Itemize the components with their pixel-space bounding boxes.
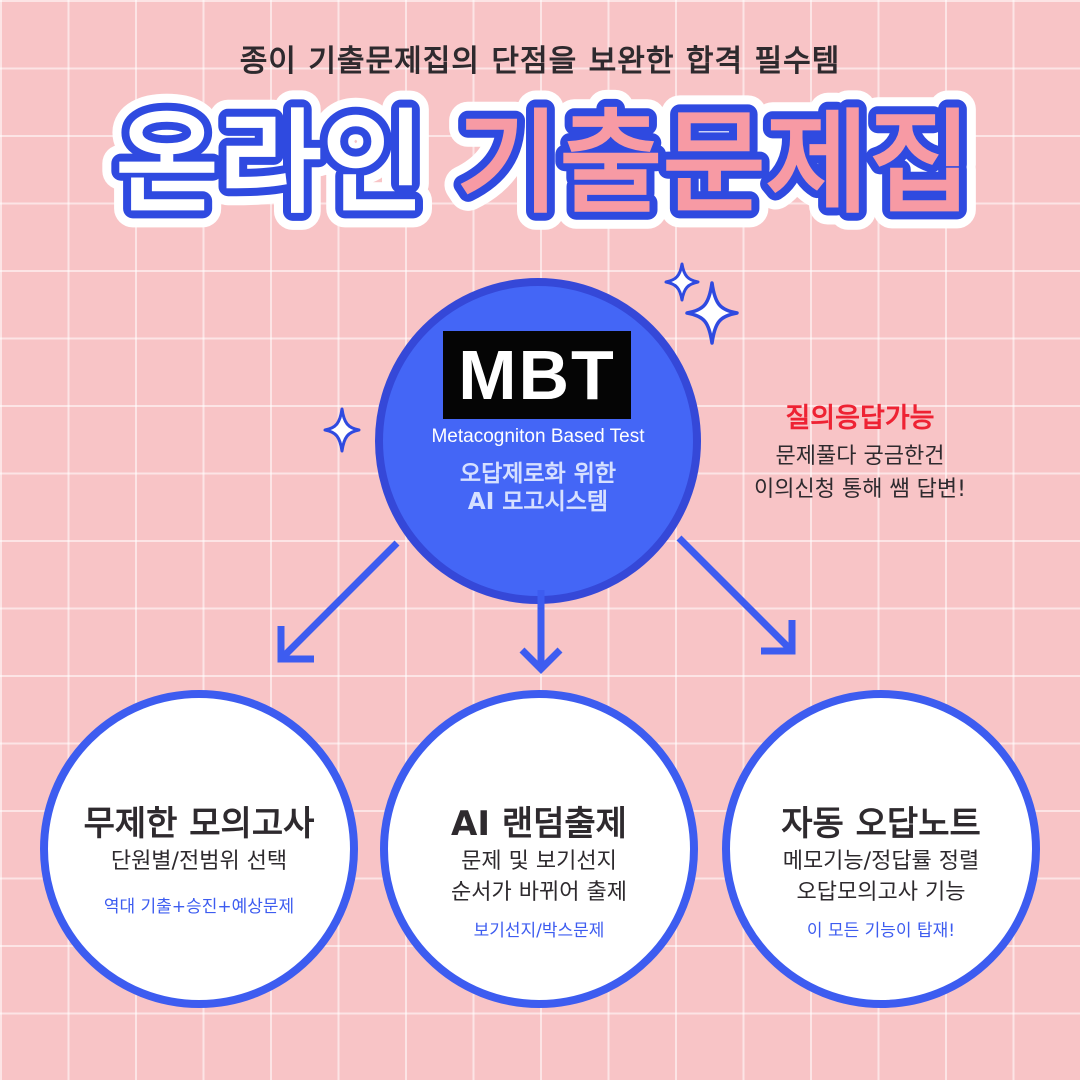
- feature-3-line1: 메모기능/정답률 정렬: [782, 849, 980, 874]
- mbt-desc-line1: 오답제로화 위한: [459, 461, 617, 487]
- mbt-full-name: Metacogniton Based Test: [431, 426, 645, 447]
- sparkle-icon: [685, 281, 739, 345]
- mbt-description: 오답제로화 위한 AI 모고시스템: [375, 460, 701, 516]
- title-part1-outer: 온라인: [115, 99, 424, 229]
- feature-1-line1: 단원별/전범위 선택: [110, 849, 288, 874]
- feature-2-desc: 문제 및 보기선지 순서가 바뀌어 출제: [380, 846, 698, 908]
- mbt-desc-line2: AI 모고시스템: [467, 489, 609, 515]
- sparkle-icon: [323, 407, 361, 453]
- qa-title: 질의응답가능: [785, 403, 935, 434]
- main-title: 온라인 온라인 온라인 기출문제집 기출문제집 기출문제집: [98, 82, 988, 240]
- title-part2-outer: 기출문제집: [456, 99, 971, 229]
- feature-1-title: 무제한 모의고사: [83, 804, 315, 844]
- arrow-icon: [676, 535, 796, 655]
- qa-line2: 이의신청 통해 쌤 답변!: [754, 477, 966, 502]
- sparkle-icon: [664, 262, 700, 302]
- feature-2-note: 보기선지/박스문제: [473, 921, 605, 941]
- title-part2: 기출문제집: [456, 99, 971, 229]
- title-part1: 온라인: [115, 99, 424, 229]
- qa-line1: 문제풀다 궁금한건: [775, 444, 945, 469]
- feature-3-desc: 메모기능/정답률 정렬 오답모의고사 기능: [722, 846, 1040, 908]
- subtitle: 종이 기출문제집의 단점을 보완한 합격 필수템: [239, 44, 841, 79]
- feature-circle-2: [380, 690, 698, 1008]
- feature-1-note: 역대 기출+승진+예상문제: [103, 897, 295, 917]
- feature-circle-1: [40, 690, 358, 1008]
- feature-2-title: AI 랜덤출제: [451, 804, 627, 844]
- feature-3-line2: 오답모의고사 기능: [796, 880, 966, 905]
- title-part1-stroke: 온라인: [115, 99, 424, 229]
- arrow-icon: [277, 540, 400, 663]
- feature-2-line2: 순서가 바뀌어 출제: [451, 880, 627, 905]
- title-part2-stroke: 기출문제집: [456, 99, 971, 229]
- feature-2-line1: 문제 및 보기선지: [461, 849, 617, 874]
- arrow-icon: [519, 590, 563, 674]
- feature-circle-3: [722, 690, 1040, 1008]
- feature-3-title: 자동 오답노트: [781, 804, 981, 844]
- feature-1-desc: 단원별/전범위 선택: [40, 846, 358, 877]
- feature-3-note: 이 모든 기능이 탑재!: [806, 921, 956, 941]
- qa-description: 문제풀다 궁금한건 이의신청 통해 쌤 답변!: [700, 440, 1020, 506]
- mbt-logo: MBT: [443, 331, 631, 419]
